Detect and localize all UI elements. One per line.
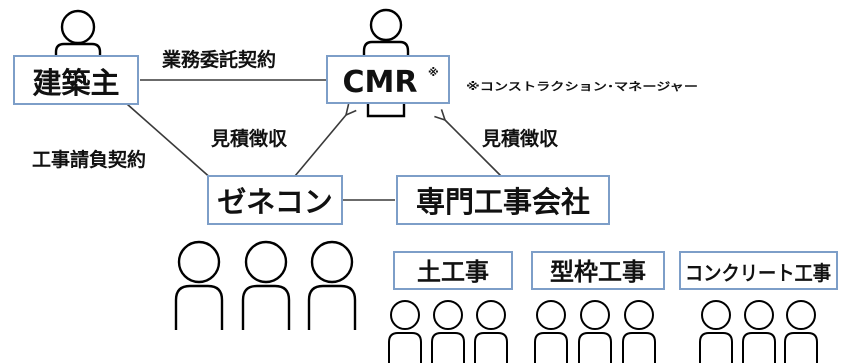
earthwork-label: 土工事 [417,258,489,286]
estimate-gc-label: 見積徴収 [211,127,288,150]
concrete-work-box [679,251,838,290]
general-contractor-label: ゼネコン [217,185,332,219]
owner-box [13,55,139,105]
formwork-box [531,251,665,290]
cmr-label: CMR [343,65,418,100]
earthwork-worker-icon [431,300,465,363]
earthwork-worker-icon [388,300,422,363]
formwork-label: 型枠工事 [550,258,646,286]
gc-worker-icon [307,240,357,330]
specialty-contractor-label: 専門工事会社 [416,185,590,219]
estimate-gc-arrow [294,115,346,177]
construction-contract-label: 工事請負契約 [32,148,146,171]
service-contract-label: 業務委託契約 [161,48,276,71]
earthwork-worker-icon [474,300,508,363]
owner-label: 建築主 [32,66,119,100]
concrete-work-label: コンクリート工事 [685,261,831,285]
construction-contract-line [126,103,214,181]
cmr-box [326,55,450,104]
formwork-worker-icon [622,300,656,363]
formwork-worker-icon [578,300,612,363]
estimate-specialty-arrow [445,120,503,178]
gc-worker-icon [241,240,291,330]
specialty-contractor-box [396,175,610,225]
gc-worker-icon [174,240,224,330]
estimate-specialty-label: 見積徴収 [482,127,559,150]
concrete-worker-icon [699,300,733,363]
cmr-person-icon [362,8,410,118]
owner-person-icon [54,9,102,58]
cmr-footnote: ※コンストラクション･マネージャー [466,80,698,93]
concrete-worker-icon [784,300,818,363]
formwork-worker-icon [534,300,568,363]
earthwork-box [393,251,513,290]
concrete-worker-icon [742,300,776,363]
cmr-footnote-mark: ※ [428,66,439,79]
general-contractor-box [207,175,343,225]
